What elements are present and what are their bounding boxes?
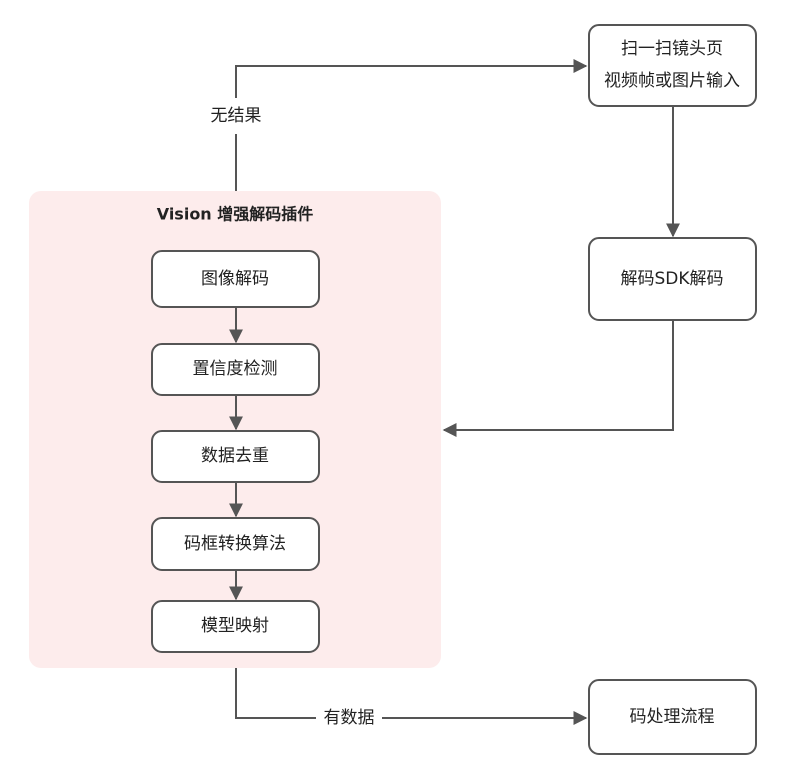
plugin-group-title: Vision 增强解码插件 [157,205,314,224]
node-code-process: 码处理流程 [588,679,757,755]
node-sdk-decode: 解码SDK解码 [588,237,757,321]
node-model-map: 模型映射 [151,600,320,653]
node-model-map-label: 模型映射 [201,616,269,636]
node-image-decode-label: 图像解码 [201,269,269,289]
node-sdk-decode-label: 解码SDK解码 [620,269,723,289]
node-confidence-detect-label: 置信度检测 [193,359,278,379]
node-confidence-detect: 置信度检测 [151,343,320,396]
node-box-convert: 码框转换算法 [151,517,320,571]
node-scan-input-line2: 视频帧或图片输入 [604,71,740,91]
node-image-decode: 图像解码 [151,250,320,308]
edge-no-result-label: 无结果 [211,106,262,126]
node-code-process-label: 码处理流程 [630,707,715,727]
node-scan-input-line1: 扫一扫镜头页 [621,39,723,59]
edge-has-data [235,668,588,725]
edge-has-data-label-bg [316,706,382,730]
edge-no-result-label-bg [196,98,276,134]
node-box-convert-label: 码框转换算法 [184,534,286,554]
node-scan-input: 扫一扫镜头页 视频帧或图片输入 [588,24,757,107]
node-data-dedup: 数据去重 [151,430,320,483]
edge-has-data-label: 有数据 [324,708,375,728]
node-data-dedup-label: 数据去重 [201,446,269,466]
edge-sdk-to-plugin [442,320,674,437]
edge-no-result [235,59,588,191]
